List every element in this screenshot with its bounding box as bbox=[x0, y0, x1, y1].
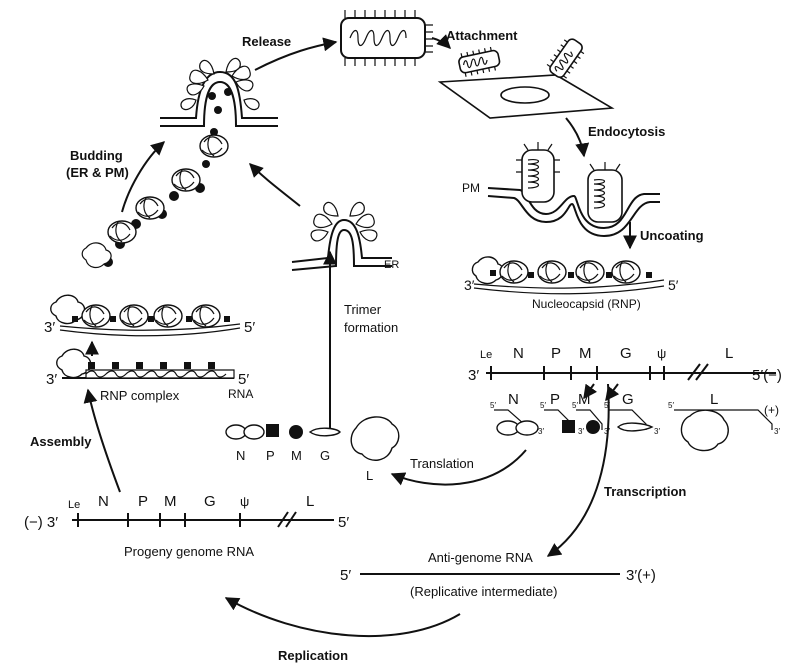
translation-label: Translation bbox=[410, 456, 474, 471]
protein-n: N bbox=[236, 448, 245, 463]
translation-arrow bbox=[390, 449, 527, 486]
er-label: ER bbox=[384, 259, 399, 271]
antigenome-5prime: 5′ bbox=[340, 567, 351, 584]
progeny-3prime: (−) 3′ bbox=[24, 514, 58, 531]
attaching-virion-right bbox=[546, 38, 585, 79]
rnp-complex bbox=[56, 348, 235, 379]
plasma-membrane-endocytosis bbox=[487, 142, 660, 238]
genome-map bbox=[486, 363, 776, 381]
host-cell bbox=[437, 74, 615, 119]
attaching-virion-left bbox=[458, 46, 501, 77]
genome-gene-m: M bbox=[579, 345, 592, 362]
progeny-genome-map bbox=[72, 511, 334, 528]
anc-5prime: 5′ bbox=[244, 319, 255, 336]
progeny-gene-psi: ψ bbox=[240, 494, 249, 509]
genome-gene-psi: ψ bbox=[657, 346, 666, 361]
assembly-arrow bbox=[83, 388, 121, 493]
anc-3prime: 3′ bbox=[44, 319, 55, 336]
nucleocapsid-label: Nucleocapsid (RNP) bbox=[532, 297, 641, 311]
attachment-label: Attachment bbox=[446, 28, 518, 43]
release-arrow bbox=[254, 37, 338, 71]
replication-label: Replication bbox=[278, 648, 348, 663]
genome-gene-n: N bbox=[513, 345, 524, 362]
protein-g: G bbox=[320, 448, 330, 463]
protein-m: M bbox=[291, 448, 302, 463]
budding-label-1: Budding bbox=[70, 148, 123, 163]
rnp-5prime: 5′ bbox=[238, 371, 249, 388]
genome-3prime: 3′ bbox=[468, 367, 479, 384]
mrna-n: N bbox=[508, 391, 519, 408]
mrna-cap-3: 5′ bbox=[572, 401, 578, 410]
released-virion bbox=[340, 10, 433, 66]
budding-label-2: (ER & PM) bbox=[66, 165, 129, 180]
progeny-gene-p: P bbox=[138, 493, 148, 510]
budding-virion bbox=[81, 57, 278, 269]
uncoating-label: Uncoating bbox=[640, 228, 704, 243]
trimer-label-2: formation bbox=[344, 320, 398, 335]
mrna-plus-sense: (+) bbox=[764, 403, 779, 417]
er-membrane-glycoprotein bbox=[291, 201, 392, 271]
protein-l: L bbox=[366, 468, 373, 483]
budding-arrow bbox=[121, 141, 166, 213]
mrna-arrow-1 bbox=[583, 383, 598, 400]
pm-label: PM bbox=[462, 181, 480, 195]
nc-3prime: 3′ bbox=[464, 277, 475, 293]
mrna-l: L bbox=[710, 391, 718, 408]
mrna-cap-5: 5′ bbox=[668, 401, 674, 410]
mrna-cap-1: 5′ bbox=[490, 401, 496, 410]
mrna-m: M bbox=[578, 391, 591, 408]
mrna-transcripts bbox=[494, 409, 773, 452]
release-label: Release bbox=[242, 34, 291, 49]
assembly-label: Assembly bbox=[30, 434, 92, 449]
genome-le: Le bbox=[480, 349, 492, 361]
mrna-tail-5: 3′ bbox=[774, 427, 780, 436]
antigenome-3prime: 3′(+) bbox=[626, 567, 656, 584]
rnp-complex-label: RNP complex bbox=[100, 388, 180, 403]
genome-gene-l: L bbox=[725, 345, 733, 362]
replication-arrow bbox=[224, 597, 461, 638]
assembled-nucleocapsid bbox=[50, 294, 241, 337]
transcription-label: Transcription bbox=[604, 484, 686, 499]
progeny-gene-g: G bbox=[204, 493, 216, 510]
nucleocapsid-rnp bbox=[471, 256, 665, 295]
mrna-g: G bbox=[622, 391, 634, 408]
genome-5prime: 5′(−) bbox=[752, 367, 782, 384]
transcription-arrow bbox=[546, 383, 610, 557]
trimer-label-1: Trimer bbox=[344, 302, 382, 317]
antigenome-label: Anti-genome RNA bbox=[428, 550, 533, 565]
rnp-3prime: 3′ bbox=[46, 371, 57, 388]
endocytosis-arrow bbox=[565, 117, 590, 158]
nc-5prime: 5′ bbox=[668, 277, 679, 293]
mrna-cap-2: 5′ bbox=[540, 401, 546, 410]
translated-proteins bbox=[225, 416, 400, 461]
protein-p: P bbox=[266, 448, 275, 463]
progeny-gene-n: N bbox=[98, 493, 109, 510]
progeny-label: Progeny genome RNA bbox=[124, 544, 254, 559]
genome-gene-g: G bbox=[620, 345, 632, 362]
antigenome-sublabel: (Replicative intermediate) bbox=[410, 584, 557, 599]
mrna-p: P bbox=[550, 391, 560, 408]
attachment-arrow bbox=[431, 34, 451, 49]
er-to-budding-arrow bbox=[249, 163, 301, 207]
genome-gene-p: P bbox=[551, 345, 561, 362]
mrna-cap-4: 5′ bbox=[604, 401, 610, 410]
endocytosis-label: Endocytosis bbox=[588, 124, 665, 139]
progeny-5prime: 5′ bbox=[338, 514, 349, 531]
rnp-rna-label: RNA bbox=[228, 387, 253, 401]
progeny-gene-l: L bbox=[306, 493, 314, 510]
mrna-tail-2: 3′ bbox=[578, 427, 584, 436]
progeny-le: Le bbox=[68, 499, 80, 511]
mrna-tail-4: 3′ bbox=[654, 427, 660, 436]
mrna-tail-1: 3′ bbox=[538, 427, 544, 436]
progeny-gene-m: M bbox=[164, 493, 177, 510]
